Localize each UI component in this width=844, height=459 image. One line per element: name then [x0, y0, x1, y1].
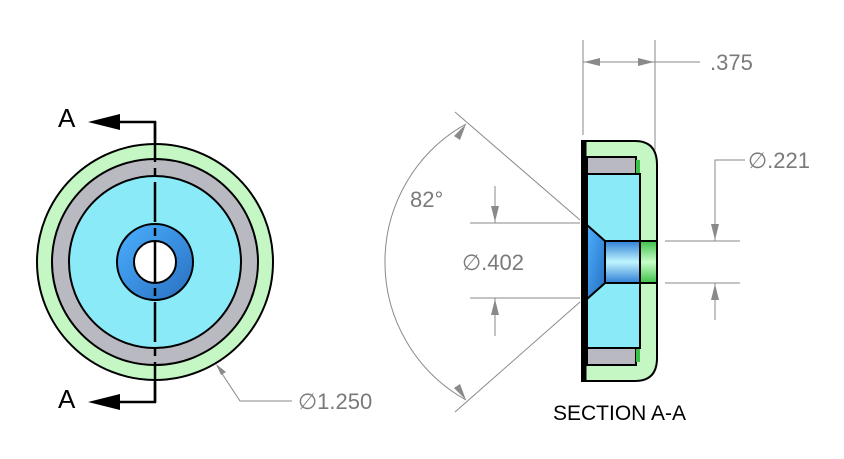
arrow-head-icon: [88, 114, 120, 130]
arrow-head-icon: [454, 384, 466, 400]
housing-bore: [639, 240, 658, 284]
arrow-head-icon: [711, 284, 719, 300]
angle-extension-line: [454, 111, 581, 221]
arrow-head-icon: [491, 206, 499, 222]
section-label-bottom: A: [58, 384, 76, 414]
outer-diameter-label: ∅1.250: [298, 389, 372, 414]
section-title: SECTION A-A: [553, 402, 686, 425]
hole-diameter-leader: [714, 159, 745, 241]
arrow-head-icon: [454, 124, 466, 140]
bore-section: [604, 240, 641, 284]
section-view: .375 ∅.221 ∅.402 82° SECTION A-A: [384, 40, 810, 425]
front-view: A A ∅1.250: [36, 103, 372, 414]
arrow-head-icon: [88, 394, 120, 410]
arrow-head-icon: [638, 58, 654, 66]
arrow-head-icon: [491, 299, 499, 315]
angle-extension-line: [454, 301, 581, 413]
arrow-head-icon: [584, 58, 600, 66]
magnet-top-edge: [636, 160, 640, 174]
countersink-diameter-label: ∅.402: [462, 250, 524, 275]
magnet-bottom-edge: [636, 348, 640, 362]
hole-diameter-label: ∅.221: [748, 148, 810, 173]
diameter-leader: [216, 365, 292, 402]
countersink-angle-label: 82°: [410, 187, 443, 212]
angle-arc: [384, 123, 467, 401]
magnet-bottom: [586, 347, 637, 366]
leader-arrow-icon: [216, 364, 226, 375]
arrow-head-icon: [711, 224, 719, 240]
thickness-label: .375: [710, 50, 753, 75]
magnet-top: [586, 156, 637, 175]
section-label-top: A: [58, 103, 76, 133]
